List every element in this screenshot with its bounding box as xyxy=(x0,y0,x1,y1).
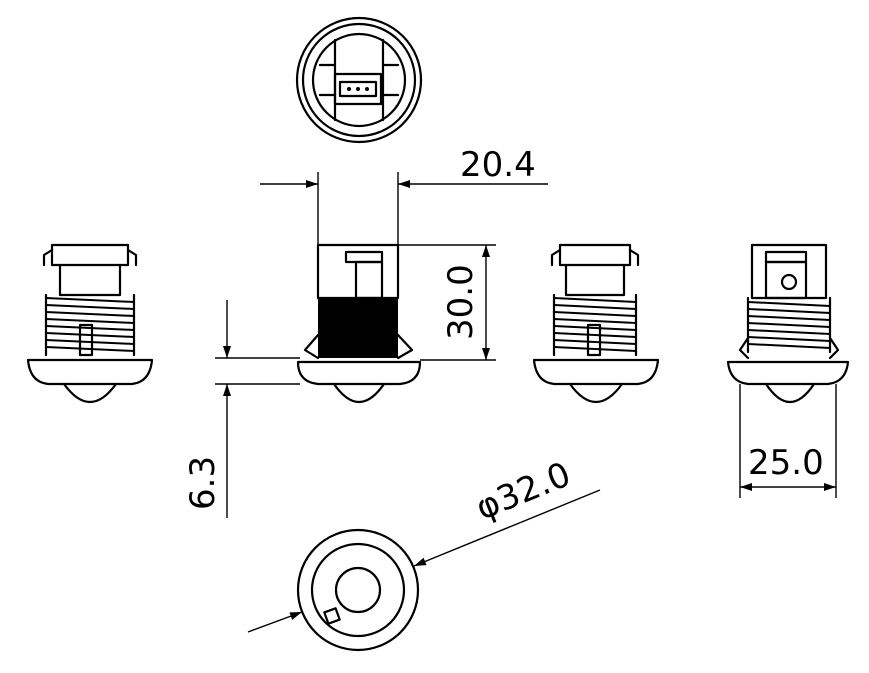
dimension-label-width-top: 20.4 xyxy=(460,145,536,185)
dimension-width-top: 20.4 xyxy=(260,145,548,245)
rear-view xyxy=(726,243,850,403)
side-view-left xyxy=(26,243,154,403)
dimension-height-body: 30.0 xyxy=(398,244,496,361)
front-view xyxy=(296,243,422,403)
dimension-label-diameter: φ32.0 xyxy=(470,454,576,528)
top-view xyxy=(295,16,423,144)
dimension-flange-offset: 6.3 xyxy=(183,300,300,518)
dimension-label-height-body: 30.0 xyxy=(441,264,481,340)
dimension-base-width: 25.0 xyxy=(739,384,837,498)
dimension-label-base-width: 25.0 xyxy=(748,443,824,483)
dimension-label-flange-offset: 6.3 xyxy=(183,456,223,510)
side-view-right xyxy=(532,243,660,403)
bottom-view xyxy=(296,528,420,652)
